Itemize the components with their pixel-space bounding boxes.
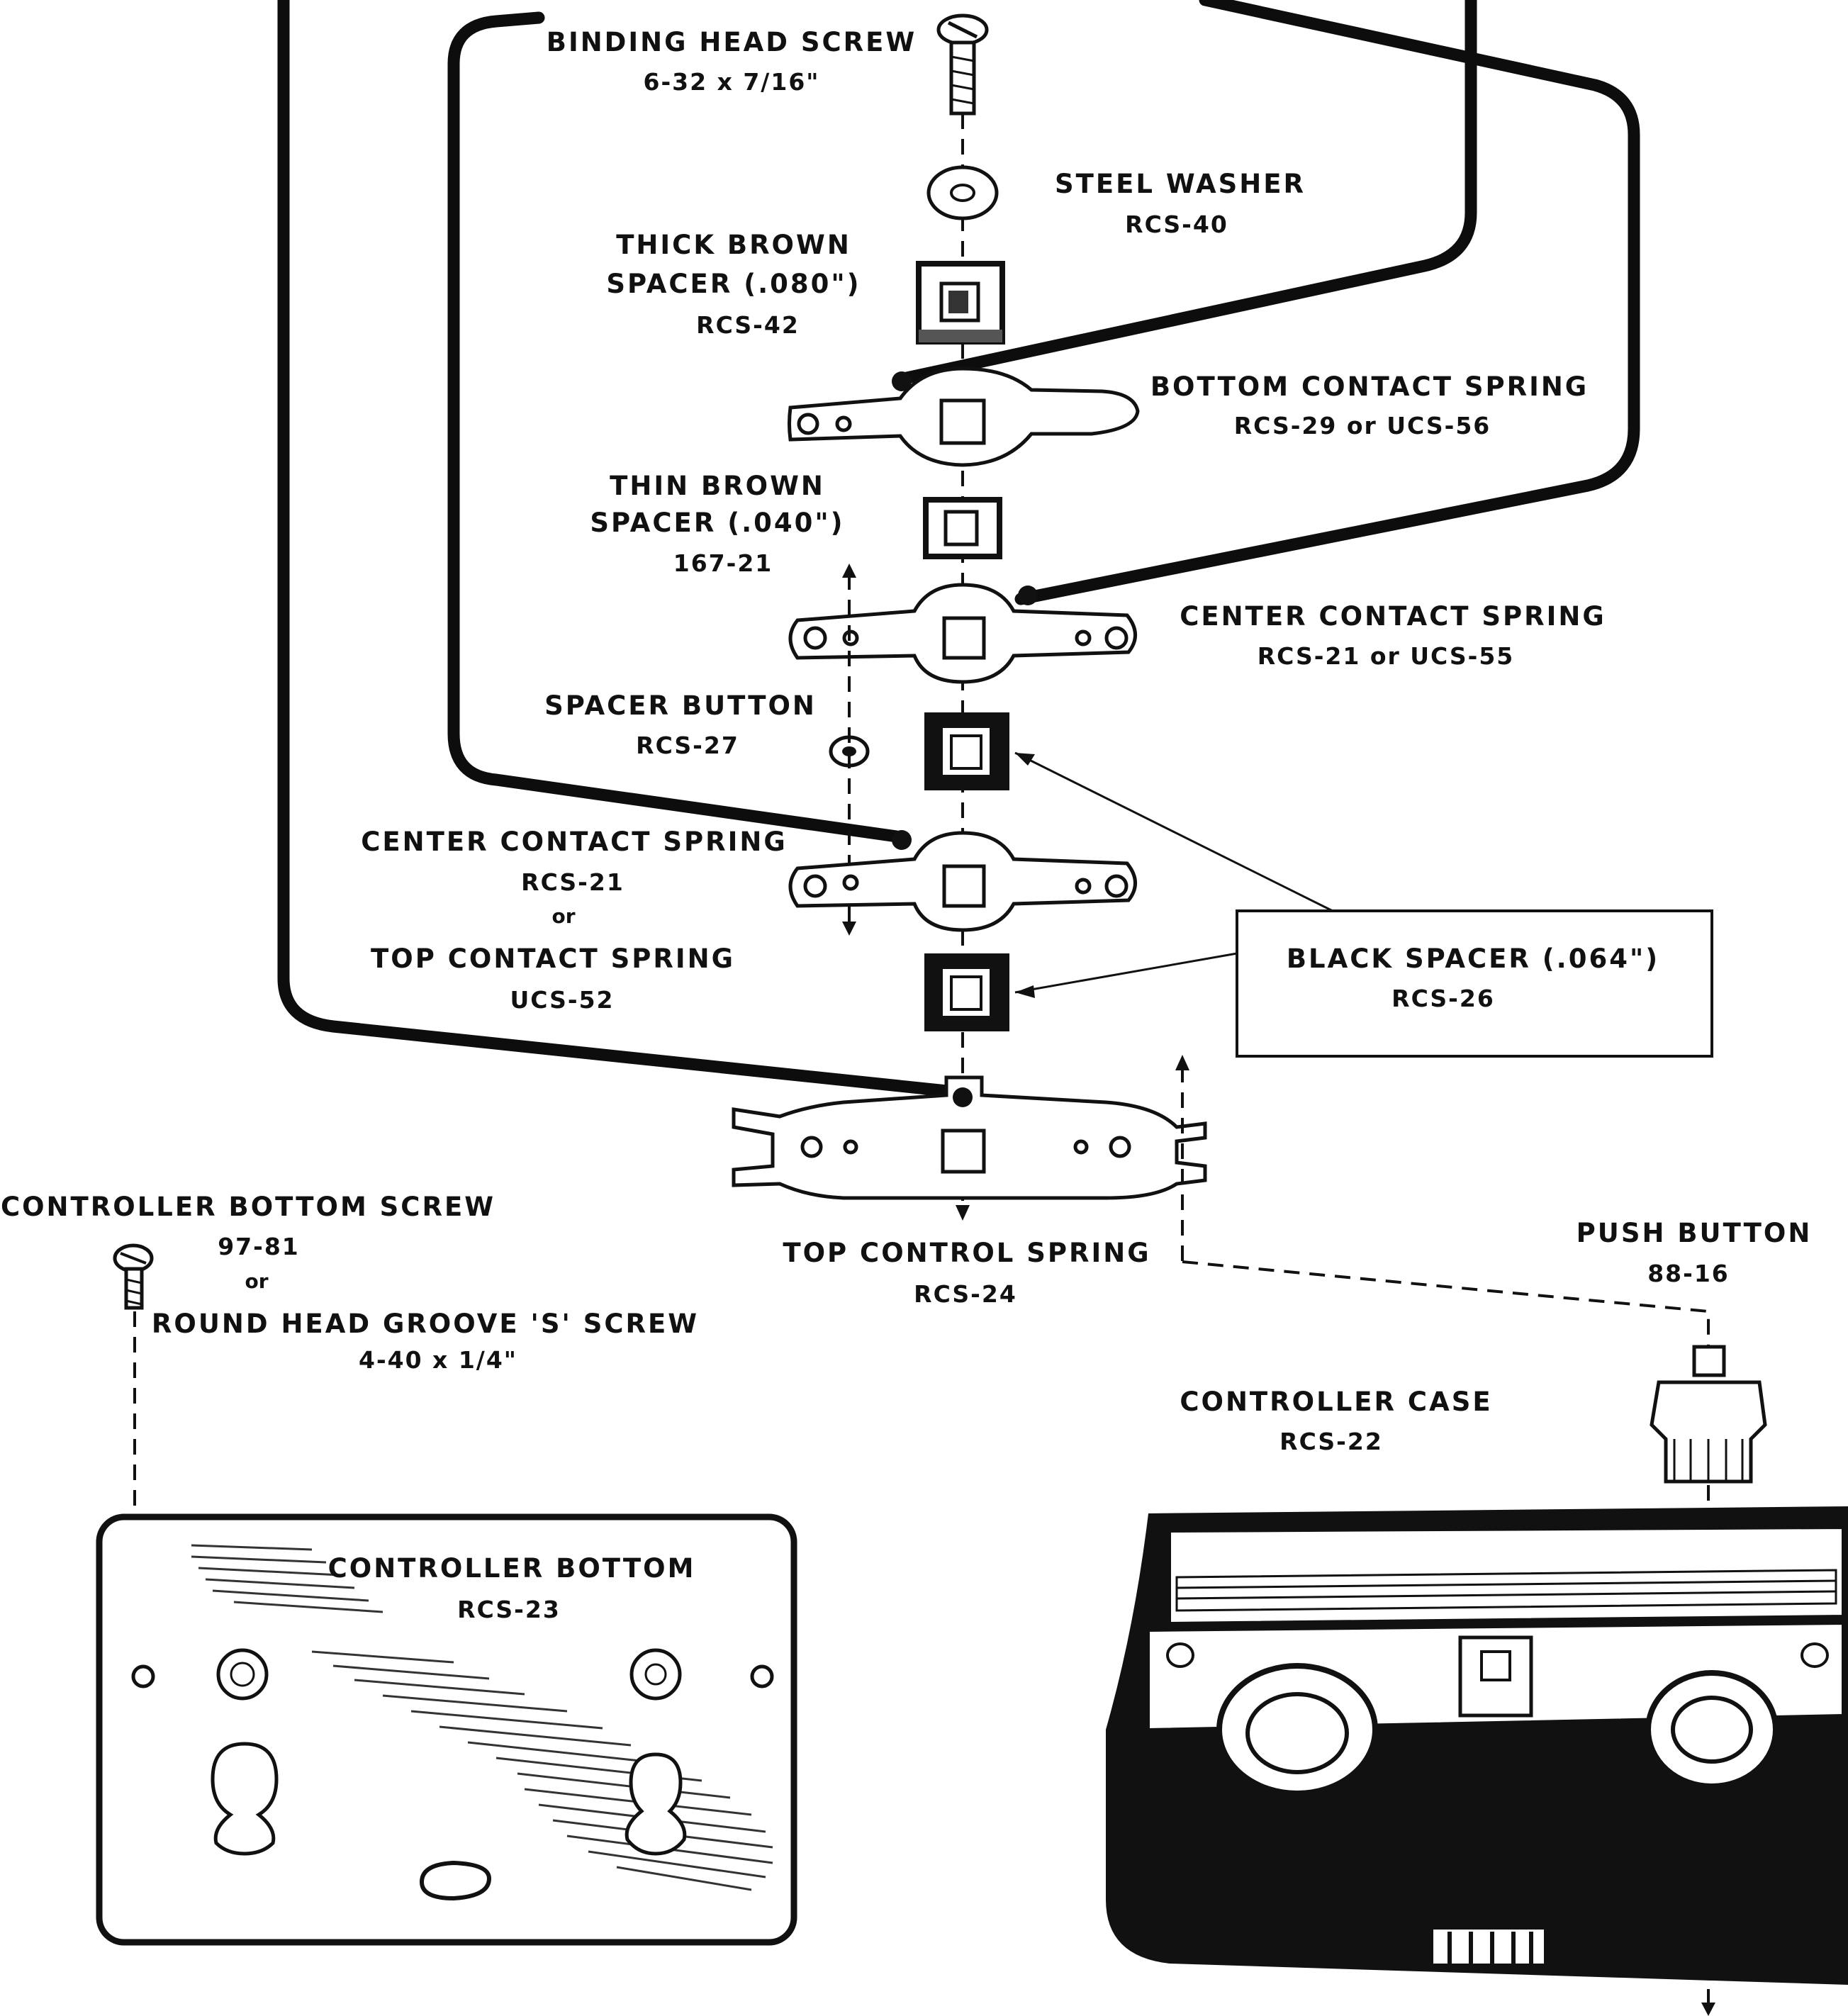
black-spacer-lower-part — [924, 953, 1009, 1031]
push-button-part-number: 88-16 — [1647, 1260, 1730, 1287]
thick-brown-spacer-part-number: RCS-42 — [696, 311, 800, 339]
thin-brown-spacer-label-2: SPACER (.040") — [590, 508, 844, 538]
top-control-spring-part — [732, 1075, 1207, 1200]
binding-head-screw-label: BINDING HEAD SCREW — [547, 27, 917, 57]
controller-bottom-part-number: RCS-23 — [457, 1596, 561, 1623]
steel-washer-part-number: RCS-40 — [1125, 211, 1228, 238]
controller-bottom-label: CONTROLLER BOTTOM — [328, 1553, 696, 1584]
controller-bottom-screw-or: or — [245, 1270, 268, 1293]
center-contact-spring-lower-label: CENTER CONTACT SPRING — [361, 827, 788, 857]
center-contact-spring-lower-or: or — [551, 905, 575, 928]
top-control-spring-part-number: RCS-24 — [914, 1280, 1017, 1308]
black-spacer-callout-box — [1236, 909, 1713, 1058]
thin-brown-spacer-part-number: 167-21 — [673, 549, 773, 577]
center-contact-spring-lower-part — [788, 830, 1137, 932]
axis-arrowhead — [956, 1205, 970, 1221]
thin-brown-spacer-part — [923, 497, 1002, 559]
round-head-screw-spec: 4-40 x 1/4" — [359, 1346, 517, 1374]
black-spacer-part-number: RCS-26 — [1391, 985, 1495, 1012]
thin-brown-spacer-label-1: THIN BROWN — [610, 471, 825, 501]
center-contact-spring-upper-part-number: RCS-21 or UCS-55 — [1258, 642, 1515, 670]
black-spacer-label: BLACK SPACER (.064") — [1287, 943, 1659, 974]
center-contact-spring-upper-label: CENTER CONTACT SPRING — [1180, 601, 1606, 632]
controller-bottom-screw-part-number: 97-81 — [218, 1233, 300, 1260]
top-contact-spring-part-number: UCS-52 — [510, 986, 614, 1014]
controller-case-part — [1106, 1506, 1848, 1985]
push-button-part — [1650, 1345, 1767, 1484]
thick-brown-spacer-label-1: THICK BROWN — [616, 230, 851, 260]
steel-washer-part — [926, 165, 999, 220]
wire-inner-left — [447, 11, 903, 843]
bottom-contact-spring-label: BOTTOM CONTACT SPRING — [1150, 371, 1589, 402]
center-contact-spring-upper-part — [788, 583, 1137, 684]
thick-brown-spacer-part — [916, 261, 1005, 345]
wire-right-upper — [894, 0, 1477, 386]
binding-head-screw-spec: 6-32 x 7/16" — [644, 68, 820, 96]
center-contact-spring-lower-part-number: RCS-21 — [521, 868, 625, 896]
controller-bottom-screw-part — [113, 1243, 154, 1310]
bottom-contact-spring-part-number: RCS-29 or UCS-56 — [1234, 412, 1491, 439]
spacer-button-part-number: RCS-27 — [636, 732, 739, 759]
wire-outer-left — [277, 0, 960, 1098]
controller-bottom-screw-label: CONTROLLER BOTTOM SCREW — [1, 1192, 495, 1222]
top-control-spring-label: TOP CONTROL SPRING — [783, 1238, 1150, 1268]
binding-head-screw-part — [936, 13, 989, 116]
push-button-label: PUSH BUTTON — [1577, 1218, 1813, 1248]
bottom-contact-spring-part — [788, 366, 1140, 467]
wire-right-outer — [1014, 0, 1640, 605]
top-contact-spring-label: TOP CONTACT SPRING — [371, 943, 735, 974]
steel-washer-label: STEEL WASHER — [1055, 169, 1306, 199]
round-head-screw-label: ROUND HEAD GROOVE 'S' SCREW — [152, 1309, 699, 1339]
controller-case-part-number: RCS-22 — [1279, 1428, 1383, 1455]
thick-brown-spacer-label-2: SPACER (.080") — [606, 269, 861, 299]
callout-line-upper — [1014, 751, 1340, 916]
spacer-button-label: SPACER BUTTON — [544, 690, 817, 721]
black-spacer-upper-part — [924, 712, 1009, 790]
callout-line-lower — [1014, 952, 1238, 994]
controller-case-label: CONTROLLER CASE — [1180, 1387, 1492, 1417]
controller-bottom-plate — [96, 1513, 797, 1946]
push-button-guide-line — [1182, 1260, 1710, 1347]
